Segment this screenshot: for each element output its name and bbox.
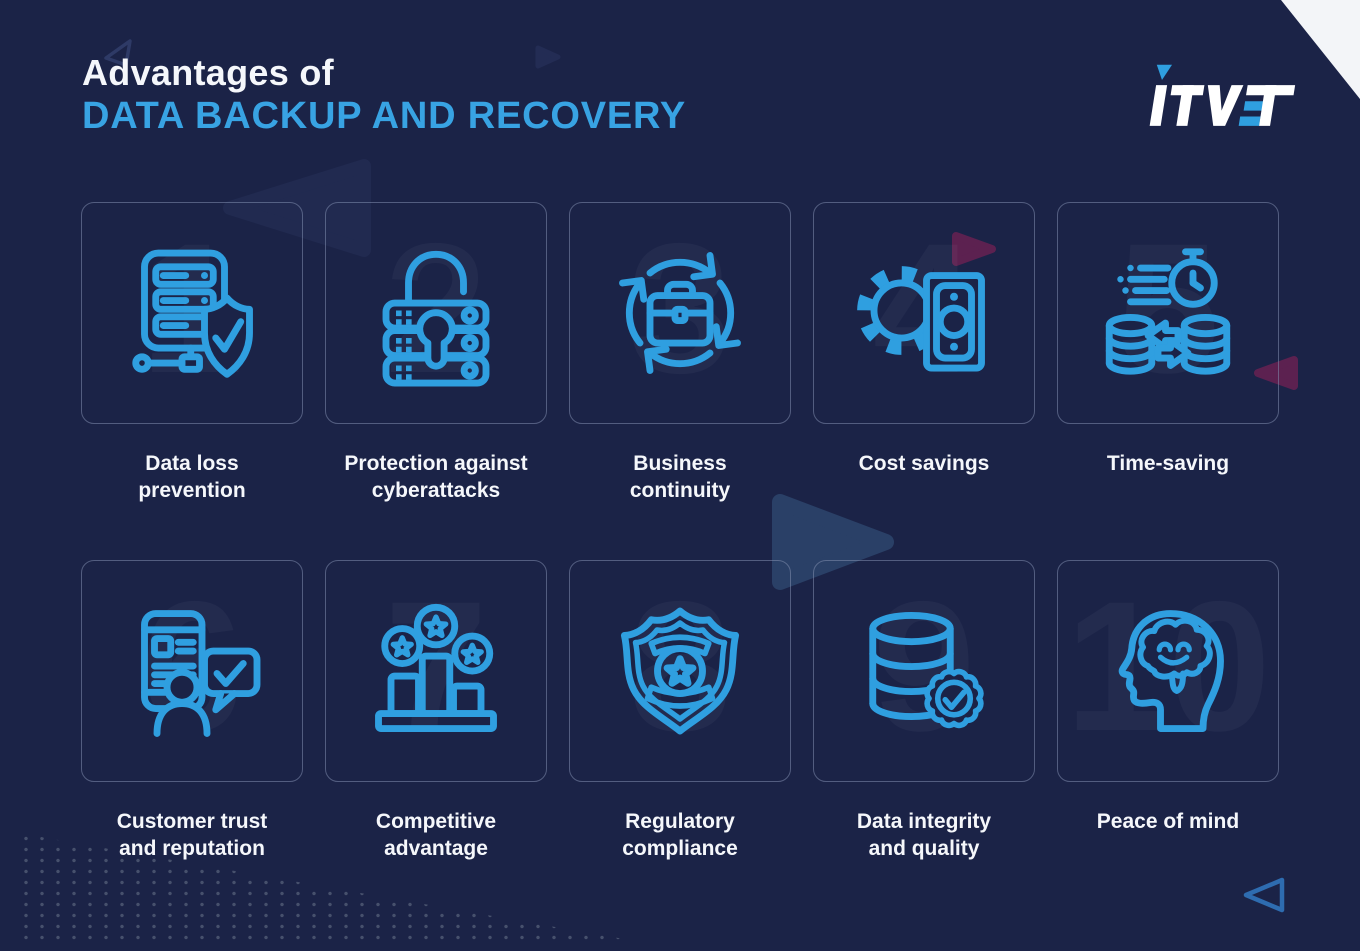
card-label: Data integrity and quality [856,810,992,860]
card-label: Peace of mind [1096,810,1240,833]
card-business-continuity: 3 Business continuity [558,202,802,504]
briefcase-cycle-icon [619,252,741,374]
card-label: Protection against cyberattacks [344,452,528,502]
card-time-saving: 5 Time-saving [1046,202,1290,477]
card-frame: 2 [325,202,547,424]
gear-money-icon [857,266,985,372]
card-label: Cost savings [858,452,990,475]
stopwatch-database-icon [1105,248,1231,375]
card-data-integrity: 9 Data integrity and quality [802,560,1046,862]
card-frame: 5 [1057,202,1279,424]
head-brain-icon [1118,610,1224,732]
podium-stars-icon [375,603,497,732]
card-label: Data loss prevention [138,452,246,502]
card-label: Customer trust and reputation [116,810,268,860]
triangle-outline-bottom-decoration [1243,877,1285,913]
card-frame: 1 [81,202,303,424]
card-label: Time-saving [1106,452,1230,475]
card-frame: 8 [569,560,791,782]
card-frame: 3 [569,202,791,424]
card-label: Regulatory compliance [622,810,738,860]
page-title-line1: Advantages of [82,52,334,93]
card-frame: 7 [325,560,547,782]
card-frame: 6 [81,560,303,782]
card-cost-savings: 4 Cost savings [802,202,1046,477]
page-title-line2: DATA BACKUP AND RECOVERY [82,95,687,138]
server-shield-icon [132,249,253,378]
page-title: Advantages of DATA BACKUP AND RECOVERY [82,52,686,139]
badge-star-icon [620,607,740,735]
card-frame: 10 [1057,560,1279,782]
card-label: Business continuity [629,452,731,502]
phone-review-icon [141,610,261,737]
card-peace-of-mind: 10 Peace of mind [1046,560,1290,835]
card-regulatory-compliance: 8 Regulatory compliance [558,560,802,862]
card-frame: 9 [813,560,1035,782]
card-label: Competitive advantage [375,810,497,860]
card-data-loss-prevention: 1 Data loss prevention [70,202,314,504]
card-frame: 4 [813,202,1035,424]
lock-server-icon [382,250,490,387]
database-verified-icon [869,611,984,729]
itvet-logo [1149,64,1296,126]
card-competitive-advantage: 7 Competitive advantage [314,560,558,862]
card-protection-cyberattacks: 2 Protection against cyberattacks [314,202,558,504]
card-customer-trust: 6 Customer trust and reputation [70,560,314,862]
